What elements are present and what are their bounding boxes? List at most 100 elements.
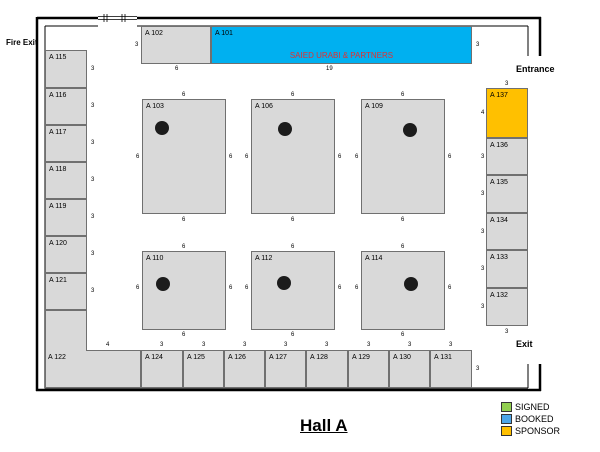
booth-label: A 117 [49,129,67,136]
dimension-label: 6 [338,285,342,291]
booth-a130[interactable]: A 130 [389,350,430,388]
dimension-label: 3 [243,342,247,348]
booth-a125[interactable]: A 125 [183,350,224,388]
booth-a127[interactable]: A 127 [265,350,306,388]
dimension-label: 6 [355,154,359,160]
dimension-label: 3 [284,342,288,348]
booth-a136[interactable]: A 136 [486,138,528,175]
booth-a137[interactable]: A 137 [486,88,528,138]
booth-label: A 121 [49,277,67,284]
booth-a114[interactable]: A 114 [361,251,445,330]
booth-a128[interactable]: A 128 [306,350,348,388]
dimension-label: 3 [160,342,164,348]
dimension-label: 3 [481,266,485,272]
booth-label: A 128 [310,354,328,361]
dimension-label: 6 [291,244,295,250]
dimension-label: 3 [325,342,329,348]
booth-a109[interactable]: A 109 [361,99,445,214]
booth-label: A 124 [145,354,163,361]
booth-label: A 137 [490,92,508,99]
dimension-label: 6 [291,92,295,98]
booth-a122[interactable]: A 122 [45,310,141,388]
booth-a117[interactable]: A 117 [45,125,87,162]
dimension-label: 6 [136,154,140,160]
legend-swatch-sponsor [501,426,512,436]
dimension-label: 6 [401,332,405,338]
dimension-label: 3 [481,229,485,235]
dimension-label: 3 [449,342,453,348]
booth-label: A 118 [49,166,67,173]
legend-label-booked: BOOKED [515,414,554,424]
booth-label: A 136 [490,142,508,149]
exit-label: Exit [516,339,533,349]
booth-label: A 134 [490,217,508,224]
booth-a110[interactable]: A 110 [142,251,226,330]
booth-a112[interactable]: A 112 [251,251,335,330]
legend-swatch-signed [501,402,512,412]
booth-label: A 110 [146,255,164,262]
booth-label: A 122 [48,354,66,361]
booth-a135[interactable]: A 135 [486,175,528,213]
dimension-label: 6 [355,285,359,291]
pillar-marker [404,277,418,291]
booth-a119[interactable]: A 119 [45,199,87,236]
booth-a102[interactable]: A 102 [141,26,211,64]
pillar-marker [156,277,170,291]
booth-a129[interactable]: A 129 [348,350,389,388]
booth-label: A 133 [490,254,508,261]
booth-a133[interactable]: A 133 [486,250,528,288]
dimension-label: 6 [182,332,186,338]
dimension-label: 6 [136,285,140,291]
booth-label: A 106 [255,103,273,110]
booth-label: A 125 [187,354,205,361]
booth-a115[interactable]: A 115 [45,50,87,88]
booth-a120[interactable]: A 120 [45,236,87,273]
dimension-label: 3 [505,329,509,335]
hall-title: Hall A [300,416,348,435]
booth-a126[interactable]: A 126 [224,350,265,388]
dimension-label: 6 [448,285,452,291]
booth-a124[interactable]: A 124 [141,350,183,388]
booth-a134[interactable]: A 134 [486,213,528,250]
booth-a106[interactable]: A 106 [251,99,335,214]
dimension-label: 3 [367,342,371,348]
dimension-label: 3 [91,251,95,257]
dimension-label: 3 [91,177,95,183]
dimension-label: 3 [91,103,95,109]
booth-label: A 119 [49,203,67,210]
fire-exit-label: Fire Exit [6,38,38,47]
legend-label-signed: SIGNED [515,402,550,412]
booth-a101[interactable]: A 101 SAIED URABI & PARTNERS [211,26,472,64]
booth-label: A 114 [365,255,383,262]
dimension-label: 6 [229,154,233,160]
dimension-label: 3 [135,42,139,48]
booth-label: A 135 [490,179,508,186]
dimension-label: 3 [476,366,480,372]
dimension-label: 6 [182,92,186,98]
booth-a118[interactable]: A 118 [45,162,87,199]
booth-label: A 101 [215,30,233,37]
booth-label: A 116 [49,92,67,99]
dimension-label: 4 [106,342,110,348]
booth-a103[interactable]: A 103 [142,99,226,214]
pillar-marker [155,121,169,135]
dimension-label: 6 [448,154,452,160]
dimension-label: 3 [91,214,95,220]
dimension-label: 6 [245,285,249,291]
booth-a122-shape [45,310,141,388]
booth-label: A 102 [145,30,163,37]
dimension-label: 6 [182,217,186,223]
booth-a121[interactable]: A 121 [45,273,87,310]
booth-a132[interactable]: A 132 [486,288,528,326]
dimension-label: 3 [505,81,509,87]
dimension-label: 3 [481,191,485,197]
booth-label: A 109 [365,103,383,110]
dimension-label: 6 [175,66,179,72]
exhibitor-name: SAIED URABI & PARTNERS [289,51,394,60]
dimension-label: 6 [291,217,295,223]
booth-a131[interactable]: A 131 [430,350,472,388]
booth-a116[interactable]: A 116 [45,88,87,125]
dimension-label: 3 [481,154,485,160]
dimension-label: 3 [408,342,412,348]
